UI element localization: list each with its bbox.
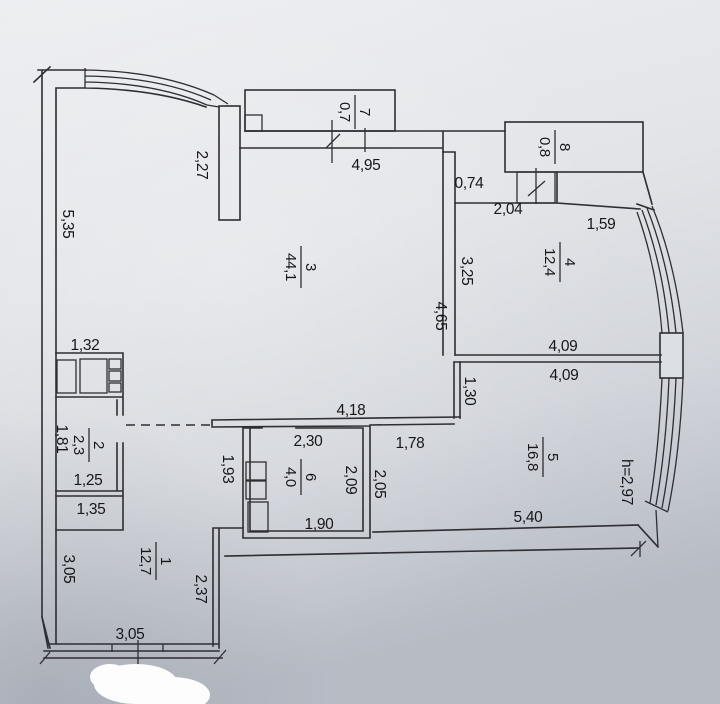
sink-icon <box>56 359 77 394</box>
dim-room5-notch-top: 1,78 <box>396 435 425 452</box>
dim-room2-left: 1,81 <box>53 425 70 454</box>
dimension-tick-bottom-right <box>630 540 647 557</box>
dim-top-wall: 4,95 <box>352 157 381 174</box>
dim-niche-bottom: 1,35 <box>77 501 106 518</box>
room-number: 3 <box>302 263 319 271</box>
toilet-icon <box>245 480 267 500</box>
room-area: 12,7 <box>137 547 154 575</box>
dim-room5-notch-left: 2,05 <box>371 470 388 499</box>
bathroom-fixtures <box>245 461 269 533</box>
dim-kitchen-top: 1,32 <box>71 337 100 354</box>
burner-icon <box>108 358 122 370</box>
room-area: 0,8 <box>536 137 553 157</box>
dim-ceiling-height: h=2,97 <box>618 459 635 505</box>
dim-left-wall: 5,35 <box>59 210 76 239</box>
room-5-label: 5 16,8 <box>524 437 561 477</box>
dim-entry-wall: 2,27 <box>193 151 210 180</box>
dim-room6-bottom: 1,90 <box>305 516 335 533</box>
sink-icon <box>245 461 267 481</box>
room-8-outline <box>504 121 644 173</box>
room-area: 2,3 <box>70 435 87 455</box>
burner-icon <box>108 370 122 382</box>
duct-box <box>516 171 556 204</box>
room-1-label: 1 12,7 <box>137 542 174 580</box>
balcony-pier <box>659 332 684 379</box>
kitchen-fixtures <box>56 358 122 394</box>
dim-room3-right: 4,65 <box>432 302 449 331</box>
room-number: 4 <box>561 258 578 266</box>
dim-room6-right: 2,09 <box>342 466 359 495</box>
room-6-label: 6 4,0 <box>282 459 319 495</box>
dim-room1-bottom: 3,05 <box>116 626 145 643</box>
dim-room5-bottom: 5,40 <box>514 509 544 526</box>
room-4-label: 4 12,4 <box>541 242 578 282</box>
dim-room4-left: 3,25 <box>458 257 475 286</box>
dim-hall-left: 1,93 <box>219 455 236 484</box>
room-area: 44,1 <box>282 253 299 281</box>
room-area: 0,7 <box>336 102 353 122</box>
dim-room2-bottom: 1,25 <box>74 472 103 489</box>
room-labels: 1 12,7 2 2,3 3 44,1 4 12,4 5 16,8 6 4,0 <box>70 95 578 580</box>
dim-room8-bottom: 2,04 <box>494 201 524 218</box>
room-area: 16,8 <box>524 443 541 471</box>
room-number: 5 <box>544 453 561 461</box>
room-2-walls <box>55 352 124 531</box>
room-number: 8 <box>556 143 573 151</box>
balcony-glazing-room4 <box>636 205 684 334</box>
room-2-label: 2 2,3 <box>70 428 107 462</box>
dim-balcony4-top: 1,59 <box>587 216 616 233</box>
room-number: 7 <box>356 108 373 116</box>
dim-room4-width: 4,09 <box>549 338 578 355</box>
room-8-label: 8 0,8 <box>536 130 573 164</box>
dimension-ticks-top <box>325 120 546 204</box>
dim-room5-left: 1,30 <box>461 377 478 407</box>
room-number: 2 <box>90 441 107 449</box>
burner-icon <box>108 382 122 393</box>
room-3-label: 3 44,1 <box>282 246 319 288</box>
stove-icon <box>79 358 108 394</box>
room-area: 4,0 <box>282 467 299 487</box>
dim-room5-width: 4,09 <box>550 367 579 384</box>
dimension-labels: 4,95 0,74 2,04 1,59 4,09 4,09 1,32 1,25 … <box>53 151 635 643</box>
room-1-walls <box>39 527 244 668</box>
dim-hall-top: 4,18 <box>337 402 366 419</box>
dim-room1-left: 3,05 <box>60 555 77 584</box>
room-number: 1 <box>157 557 174 565</box>
room-number: 6 <box>302 473 319 481</box>
dim-room1-right: 2,37 <box>192 575 209 604</box>
bath-icon <box>247 501 269 533</box>
balcony-glazing-room5 <box>644 377 684 548</box>
room-7-label: 7 0,7 <box>336 95 373 129</box>
dim-top-step: 0,74 <box>455 175 485 192</box>
dimension-ticks-bottom <box>39 640 227 668</box>
dim-room6-top: 2,30 <box>294 433 324 450</box>
balcony-glazing-top-left <box>84 68 229 108</box>
room-area: 12,4 <box>541 248 558 276</box>
censored-stamp-blob <box>90 664 210 704</box>
walls <box>32 65 684 668</box>
